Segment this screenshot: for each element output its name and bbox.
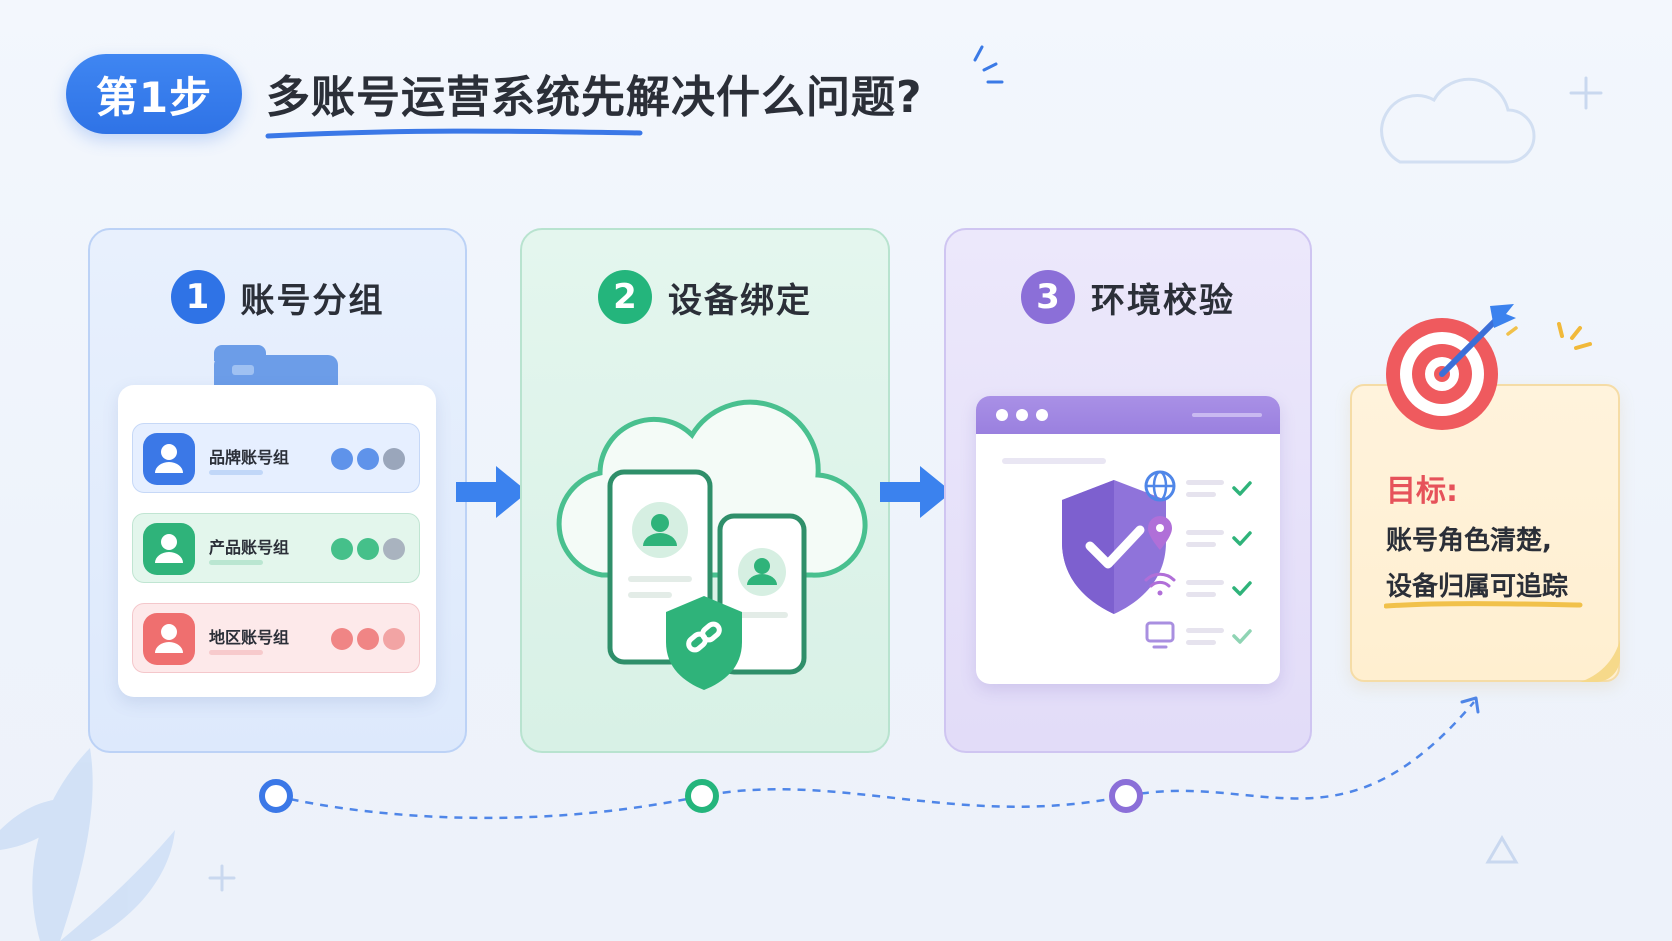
user-group-icon (143, 613, 195, 665)
title-underline (265, 128, 643, 139)
sparkle-lines-icon (973, 45, 1004, 84)
cloud-devices-illustration (556, 399, 868, 690)
browser-titlebar (976, 396, 1280, 434)
browser-content (1002, 458, 1252, 649)
step-title: 设备绑定 (668, 280, 812, 321)
cloud-outline-icon (1380, 77, 1536, 164)
goal-note (1350, 384, 1620, 682)
goal-label: 目标: (1386, 474, 1458, 509)
sparkle-lines-icon (1557, 322, 1592, 350)
timeline-node-1 (259, 779, 293, 813)
step-number-badge: 1 (170, 270, 225, 324)
browser-window (976, 396, 1280, 684)
group-row-region: 地区账号组 (132, 603, 420, 673)
step-number-badge: 3 (1021, 270, 1075, 324)
group-label: 品牌账号组 (209, 448, 290, 467)
step-title: 账号分组 (240, 280, 385, 321)
goal-line-2: 设备归属可追踪 (1386, 572, 1569, 602)
group-label: 产品账号组 (209, 538, 290, 557)
leaf-decor-icon (0, 748, 175, 941)
triangle-outline-icon (1485, 835, 1519, 864)
step-title: 环境校验 (1091, 280, 1235, 321)
timeline-node-3 (1109, 779, 1143, 813)
target-arrow-icon (1386, 304, 1518, 430)
member-avatars (331, 628, 405, 650)
globe-icon (1144, 470, 1176, 502)
group-row-brand: 品牌账号组 (132, 423, 420, 493)
timeline-arrow-head (1460, 696, 1480, 714)
user-group-icon (143, 523, 195, 575)
timeline-dashed-path (275, 701, 1475, 820)
goal-line-1: 账号角色清楚, (1386, 526, 1552, 556)
check-icon (1232, 581, 1252, 596)
step-number-badge: 2 (598, 270, 652, 324)
group-label: 地区账号组 (209, 628, 290, 647)
check-icon (1232, 481, 1252, 496)
shield-link-icon (666, 596, 742, 690)
member-avatars (331, 448, 405, 470)
check-icon (1232, 531, 1252, 546)
page-title: 多账号运营系统先解决什么问题? (266, 72, 923, 123)
shield-check-icon (1062, 480, 1166, 614)
arrow-right-icon (880, 466, 952, 518)
step-badge: 第1步 (66, 54, 242, 134)
group-row-product: 产品账号组 (132, 513, 420, 583)
arrow-right-icon (456, 466, 528, 518)
note-curl (1580, 640, 1620, 682)
user-group-icon (143, 433, 195, 485)
monitor-icon (1145, 621, 1175, 649)
check-icon (1232, 629, 1252, 644)
sparkle-plus-icon (208, 76, 1603, 892)
account-groups-panel: 品牌账号组 产品账号组 地区账号组 (118, 385, 436, 697)
timeline-node-2 (685, 779, 719, 813)
location-pin-icon (1148, 516, 1172, 550)
highlight-underline (1384, 601, 1583, 609)
member-avatars (331, 538, 405, 560)
wifi-icon (1144, 572, 1176, 596)
